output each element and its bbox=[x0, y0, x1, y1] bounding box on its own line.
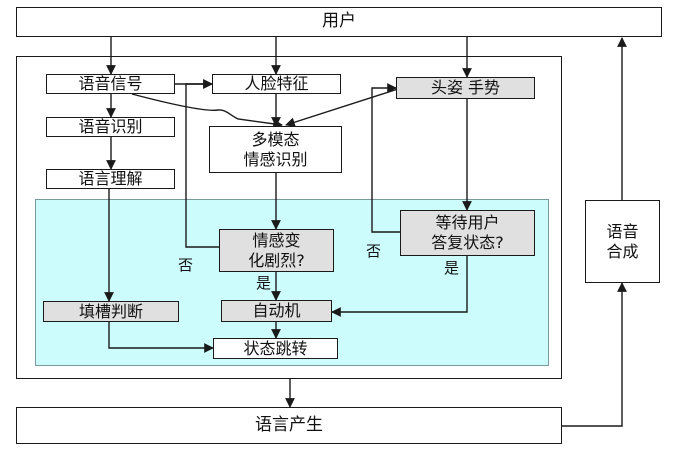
edge-emotion-no-loop bbox=[185, 79, 219, 248]
label-emotion-no: 否 bbox=[178, 256, 194, 274]
node-speech-recognition: 语音识别 bbox=[46, 117, 175, 137]
edge-generation-synthesis bbox=[562, 282, 627, 427]
node-head-gesture: 头姿 手势 bbox=[396, 77, 535, 99]
node-user: 用户 bbox=[16, 7, 662, 37]
node-language-generation: 语言产生 bbox=[16, 407, 562, 444]
edge-speech-signal-multimodal bbox=[131, 93, 283, 129]
processing-frame bbox=[16, 56, 562, 379]
node-automaton: 自动机 bbox=[221, 300, 332, 322]
edge-gesture-multimodal bbox=[285, 88, 399, 127]
label-wait-no: 否 bbox=[366, 242, 382, 260]
node-speech-synthesis: 语音 合成 bbox=[585, 200, 660, 283]
node-emotion-change: 情感变 化剧烈? bbox=[219, 229, 334, 272]
node-language-understanding: 语言理解 bbox=[46, 169, 175, 189]
node-wait-user-reply: 等待用户 答复状态? bbox=[400, 210, 535, 256]
node-multimodal-emotion: 多模态 情感识别 bbox=[209, 126, 342, 173]
edge-slot-state bbox=[108, 322, 214, 353]
node-slot-judgment: 填槽判断 bbox=[43, 301, 179, 322]
label-emotion-yes: 是 bbox=[256, 274, 272, 292]
edge-wait-no-loop bbox=[371, 83, 400, 233]
label-wait-yes: 是 bbox=[444, 259, 460, 277]
node-face-features: 人脸特征 bbox=[212, 74, 341, 94]
edge-wait-yes-automaton bbox=[331, 256, 468, 317]
node-speech-signal: 语音信号 bbox=[46, 74, 175, 94]
node-state-transition: 状态跳转 bbox=[213, 338, 338, 359]
